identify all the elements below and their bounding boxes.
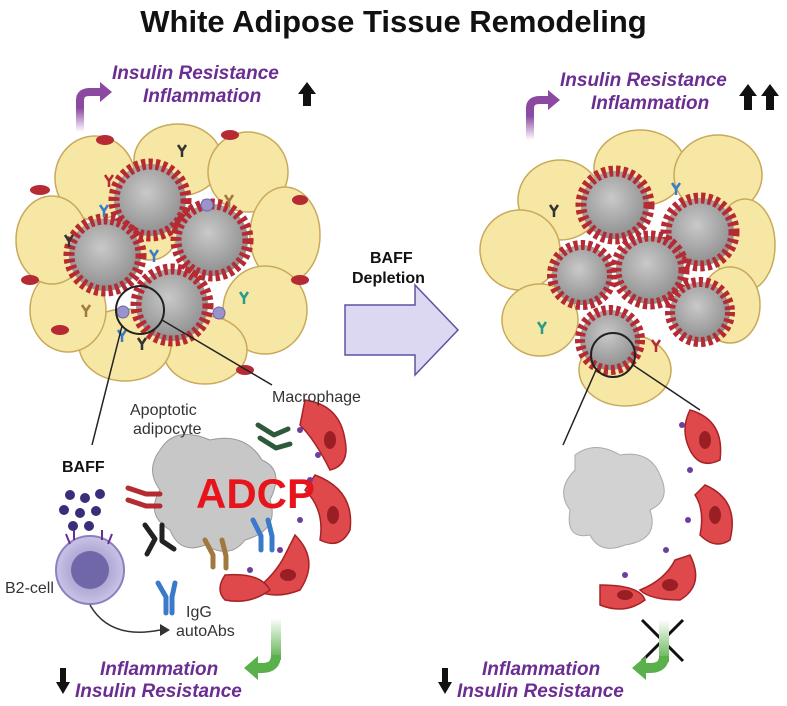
up-right-arrow-left-icon bbox=[76, 88, 100, 132]
adcp-label: ADCP bbox=[196, 470, 316, 517]
scattered-macrophages bbox=[21, 130, 309, 375]
green-arrow-stem-left bbox=[271, 618, 281, 660]
crown-like-structures-right bbox=[547, 165, 740, 375]
apoptotic-label-2: adipocyte bbox=[133, 421, 202, 438]
double-up-arrow-1-icon bbox=[739, 84, 757, 110]
b2-cell-icon bbox=[55, 530, 125, 605]
large-antibodies bbox=[125, 422, 293, 616]
adipocyte-group-right bbox=[479, 129, 776, 407]
zoom-circle-right bbox=[590, 332, 636, 378]
left-top-inflammation: Inflammation bbox=[143, 86, 262, 107]
up-right-arrowhead-right-icon bbox=[548, 90, 560, 110]
baff-molecules-icon bbox=[59, 489, 105, 531]
right-bottom-inflammation: Inflammation bbox=[482, 659, 601, 680]
green-arrow-turn-left bbox=[258, 654, 281, 673]
right-top-inflammation: Inflammation bbox=[591, 93, 710, 114]
up-right-arrowhead-left-icon bbox=[100, 82, 112, 102]
macrophage-label: Macrophage bbox=[272, 389, 361, 406]
curved-arrowhead-icon bbox=[160, 624, 170, 636]
zoom-circle-left bbox=[115, 285, 165, 335]
tissue-antibodies-right bbox=[536, 182, 682, 352]
green-arrowhead-left-icon bbox=[244, 656, 258, 680]
macrophage-nuclei-right bbox=[617, 431, 721, 600]
baff-depletion-line2: Depletion bbox=[352, 270, 425, 287]
green-arrowhead-right-icon bbox=[632, 656, 646, 680]
right-tissue-cluster bbox=[479, 129, 776, 407]
left-tissue-cluster bbox=[15, 123, 321, 385]
crown-like-structures bbox=[63, 158, 254, 347]
baff-label: BAFF bbox=[62, 459, 105, 476]
zoom-line-right-a bbox=[562, 369, 597, 446]
zoom-line-left-a bbox=[91, 325, 123, 446]
left-bottom-insulin-resistance: Insulin Resistance bbox=[75, 681, 242, 702]
left-top-insulin-resistance: Insulin Resistance bbox=[112, 63, 279, 84]
zoom-line-left-b bbox=[161, 319, 273, 386]
tissue-antibodies bbox=[63, 144, 250, 350]
right-bottom-insulin-resistance: Insulin Resistance bbox=[457, 681, 624, 702]
fc-receptors-right bbox=[622, 422, 693, 578]
down-arrow-left-icon bbox=[56, 668, 70, 694]
baff-depletion-line1: BAFF bbox=[370, 250, 413, 267]
apoptotic-label-1: Apoptotic bbox=[130, 402, 197, 419]
macrophage-nuclei-left bbox=[280, 431, 339, 581]
zoom-line-right-b bbox=[632, 364, 701, 411]
green-arrow-turn-right bbox=[646, 655, 669, 673]
left-bottom-inflammation: Inflammation bbox=[100, 659, 219, 680]
macrophage-arc-left bbox=[219, 399, 352, 602]
page-title: White Adipose Tissue Remodeling bbox=[140, 4, 647, 39]
down-arrow-right-icon bbox=[438, 668, 452, 694]
up-arrow-left-icon bbox=[298, 82, 316, 106]
green-arrow-stem-right bbox=[659, 620, 669, 662]
b2-cell-label: B2-cell bbox=[5, 580, 54, 597]
apoptotic-adipocyte-right bbox=[563, 447, 665, 549]
igg-label-2: autoAbs bbox=[176, 623, 235, 640]
double-up-arrow-2-icon bbox=[761, 84, 779, 110]
right-top-insulin-resistance: Insulin Resistance bbox=[560, 70, 727, 91]
curved-arrow-icon bbox=[89, 604, 161, 633]
baff-depletion-arrow bbox=[344, 283, 460, 377]
up-right-arrow-right-icon bbox=[526, 96, 548, 140]
fc-receptors-left bbox=[247, 427, 321, 573]
igg-label-1: IgG bbox=[186, 604, 212, 621]
